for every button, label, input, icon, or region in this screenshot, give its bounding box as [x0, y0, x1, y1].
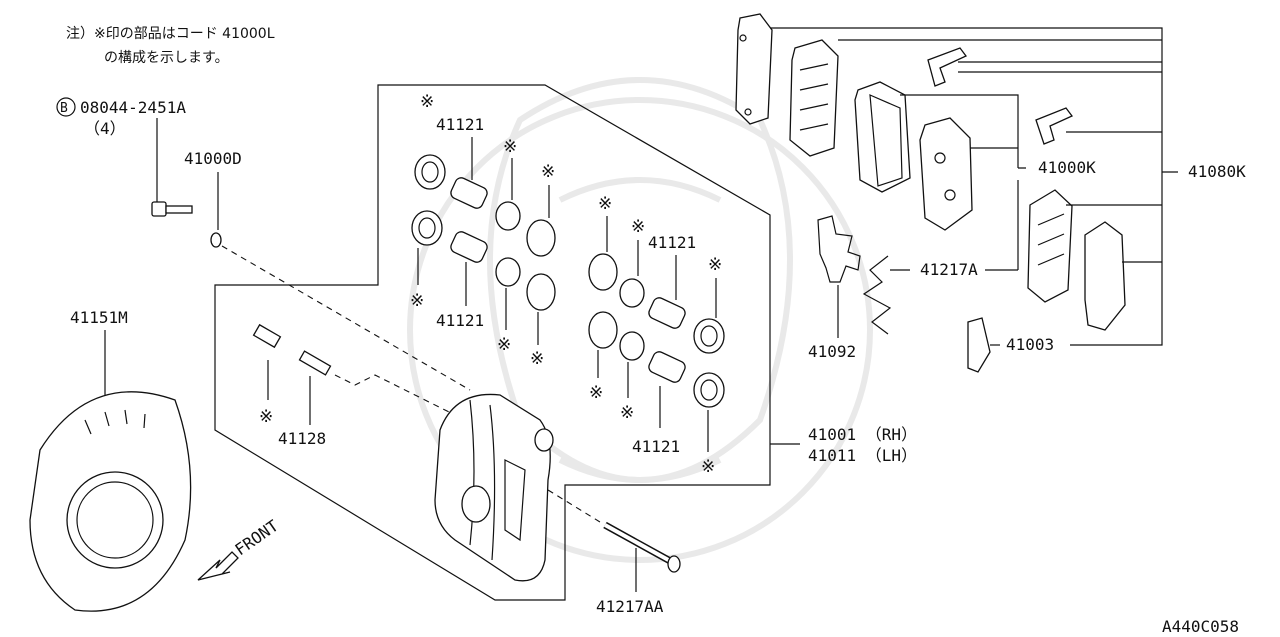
kit-mark: ※: [497, 335, 511, 355]
diagram-id: A440C058: [1162, 617, 1239, 636]
note-line-2: の構成を示します。: [104, 50, 229, 66]
label-pad-kit: 41000K: [1038, 158, 1096, 177]
o-ring: [588, 311, 618, 349]
note-line-1: 注）※印の部品はコード 41000L: [66, 26, 275, 42]
dust-shield-part: [29, 391, 192, 612]
label-piston-right-lower: 41121: [632, 437, 680, 456]
label-pin: 41217AA: [596, 597, 664, 616]
front-label: FRONT: [231, 516, 282, 559]
bolt-part: [151, 201, 193, 217]
label-piston-right-upper: 41121: [648, 233, 696, 252]
bolt-callout[interactable]: B 08044-2451A （4）: [56, 97, 186, 202]
kit-mark: ※: [541, 162, 555, 182]
label-clip: 41092: [808, 342, 856, 361]
kit-mark: ※: [530, 349, 544, 369]
kit-mark: ※: [598, 194, 612, 214]
label-shim: 41003: [1006, 335, 1054, 354]
seal-ring: [693, 318, 725, 354]
washer-part: [210, 232, 222, 248]
label-bleeder: 41128: [278, 429, 326, 448]
kit-mark: ※: [410, 291, 424, 311]
spring-clip-right: [862, 255, 892, 335]
brake-pad: [854, 81, 911, 193]
label-piston-left-lower: 41121: [436, 311, 484, 330]
label-washer: 41000D: [184, 149, 242, 168]
dust-seal: [619, 278, 645, 308]
kit-mark: ※: [631, 217, 645, 237]
kit-mark: ※: [589, 383, 603, 403]
brake-pad: [789, 39, 839, 157]
kit-mark: ※: [503, 137, 517, 157]
kit-mark: ※: [420, 92, 434, 112]
pad-shim-small: [967, 317, 991, 373]
caliper-kit-outline: [214, 84, 771, 601]
seal-ring: [411, 154, 446, 246]
bolt-prefix: B: [60, 101, 68, 116]
bleeder-part: [252, 323, 332, 376]
anti-squeal-spring: [817, 215, 861, 283]
piston-part: [648, 297, 686, 329]
pin-part: [603, 521, 681, 573]
label-caliper-rh: 41001 （RH）: [808, 425, 917, 444]
label-dust-shield: 41151M: [70, 308, 128, 327]
kit-mark: ※: [259, 407, 273, 427]
piston-part: [450, 177, 488, 263]
o-ring: [526, 273, 556, 311]
label-pad-set: 41080K: [1188, 162, 1246, 181]
label-bolt: 08044-2451A: [80, 98, 186, 117]
o-ring: [526, 219, 556, 257]
pad-shim-outer: [735, 13, 773, 125]
pad-backing-plate: [919, 117, 973, 231]
kit-mark: ※: [708, 255, 722, 275]
pad-shim-inner: [1084, 221, 1126, 331]
dust-seal: [619, 331, 645, 361]
dust-seal: [495, 257, 521, 287]
piston-part: [648, 351, 686, 383]
label-bolt-qty: （4）: [84, 119, 126, 138]
dust-seal: [495, 201, 521, 231]
brake-pad: [1027, 189, 1073, 303]
kit-mark: ※: [620, 403, 634, 423]
label-caliper-lh: 41011 （LH）: [808, 446, 917, 465]
o-ring: [588, 253, 618, 291]
label-spring: 41217A: [920, 260, 978, 279]
kit-mark: ※: [701, 457, 715, 477]
caliper-body-part: [434, 393, 554, 582]
label-piston-upper: 41121: [436, 115, 484, 134]
seal-ring: [693, 372, 725, 408]
pad-clip: [927, 47, 1074, 145]
watermark-emblem: [407, 77, 873, 563]
front-direction-arrow: FRONT: [197, 516, 282, 581]
